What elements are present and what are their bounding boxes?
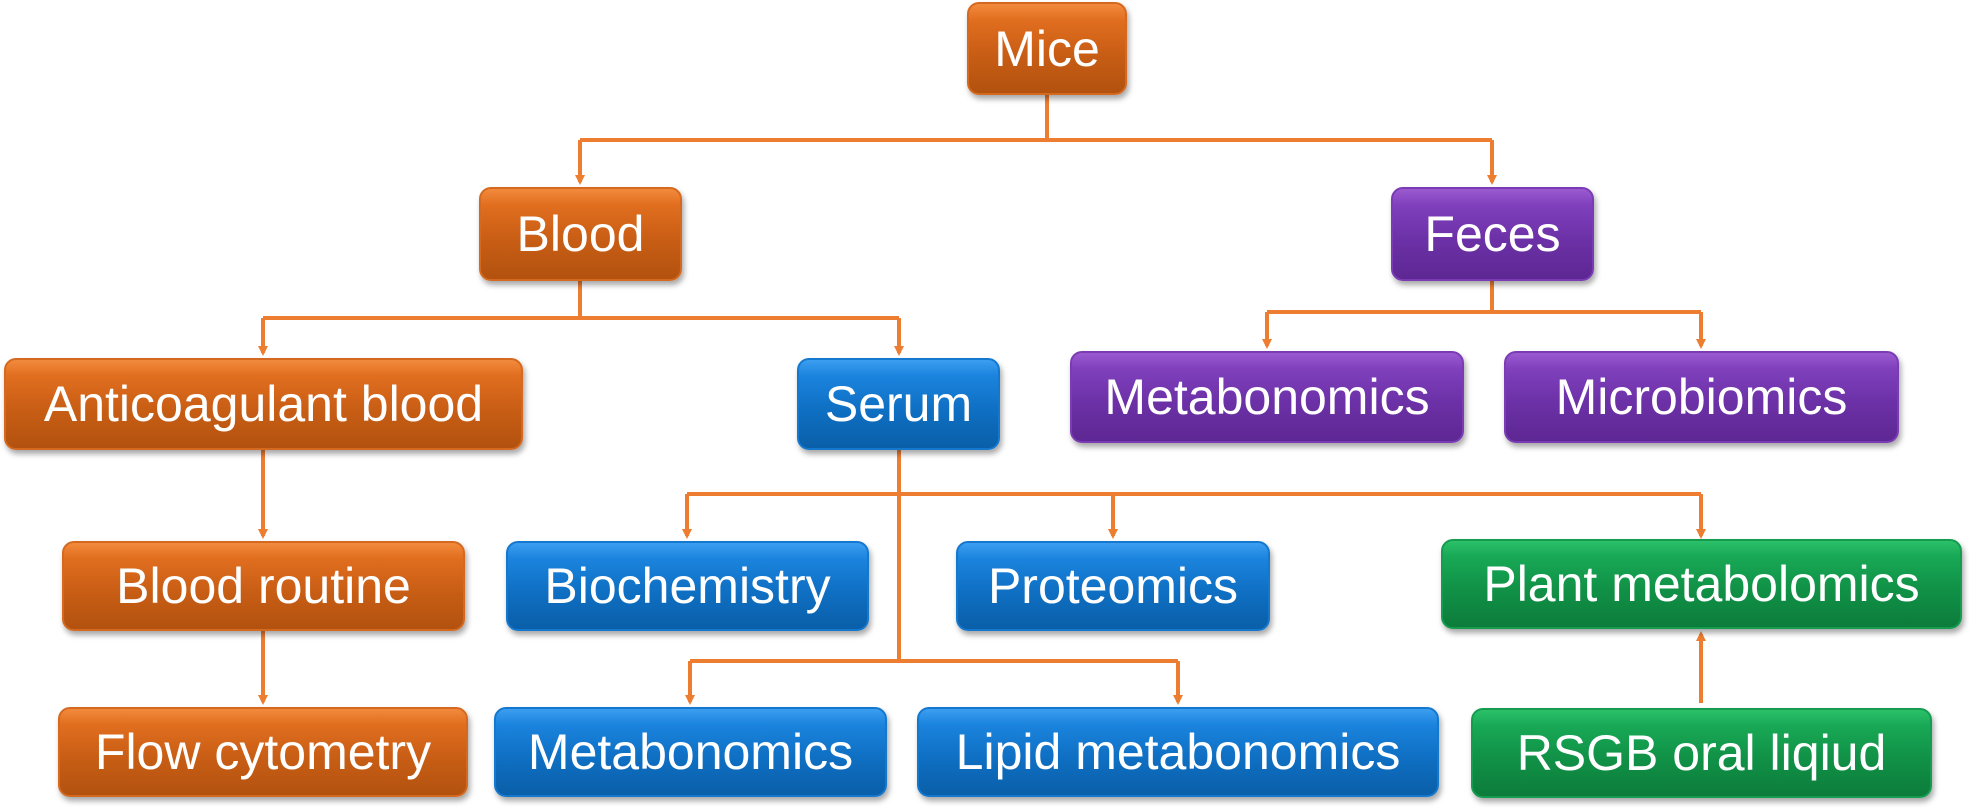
node-mice: Mice [967, 2, 1127, 95]
node-serum: Serum [797, 358, 1000, 450]
node-serum-metabonomics: Metabonomics [494, 707, 887, 797]
node-lipid-metabonomics: Lipid metabonomics [917, 707, 1439, 797]
node-microbiomics: Microbiomics [1504, 351, 1899, 443]
node-rsgb-oral-liquid: RSGB oral liqiud [1471, 708, 1932, 798]
node-blood: Blood [479, 187, 682, 281]
node-blood-routine: Blood routine [62, 541, 465, 631]
node-flow-cytometry: Flow cytometry [58, 707, 468, 797]
node-feces: Feces [1391, 187, 1594, 281]
node-proteomics: Proteomics [956, 541, 1270, 631]
node-plant-metabolomics: Plant metabolomics [1441, 539, 1962, 629]
node-anticoagulant-blood: Anticoagulant blood [4, 358, 523, 450]
node-feces-metabonomics: Metabonomics [1070, 351, 1464, 443]
node-biochemistry: Biochemistry [506, 541, 869, 631]
